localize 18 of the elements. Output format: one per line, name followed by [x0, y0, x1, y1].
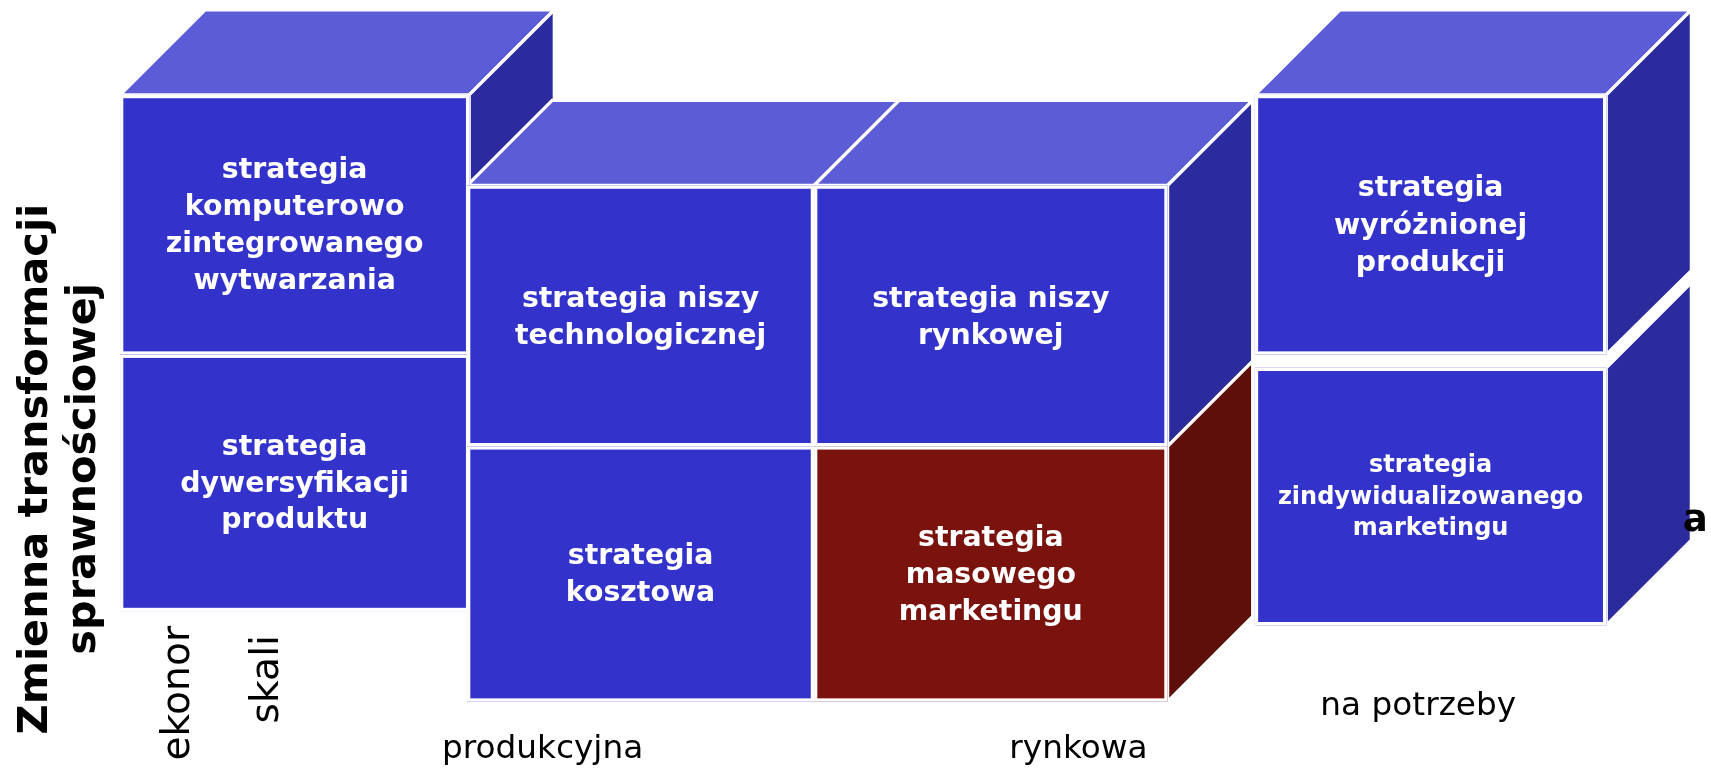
strategy-label: strategia niszy rynkowej: [871, 279, 1111, 352]
strategy-tile: [814, 446, 1168, 702]
strategy-label: strategia dywersyfikacji produktu: [179, 427, 411, 538]
strategy-label: strategia zindywidualizowanego marketingu: [1276, 449, 1585, 543]
strategy-label: strategia komputerowo zintegrowanego wytwarzania: [164, 151, 425, 298]
strategy-label: strategia masowego marketingu: [897, 518, 1084, 629]
strategy-label: strategia niszy technologicznej: [513, 279, 768, 352]
strategy-tile: [814, 185, 1168, 447]
axis-label: produkcyjna: [441, 727, 644, 766]
axis-label: skali: [242, 633, 287, 725]
strategy-tile: [467, 446, 815, 702]
axis-label: na potrzeby: [1320, 684, 1517, 723]
strategy-label: strategia kosztowa: [564, 537, 717, 610]
axis-title: Zmienna transformacji sprawnościowej: [8, 202, 105, 737]
axis-label: ekonor: [152, 624, 198, 763]
axis-label: rynkowa: [1009, 727, 1148, 766]
strategy-label: strategia wyróżnionej produkcji: [1332, 169, 1529, 280]
strategy-tile: [120, 94, 470, 355]
